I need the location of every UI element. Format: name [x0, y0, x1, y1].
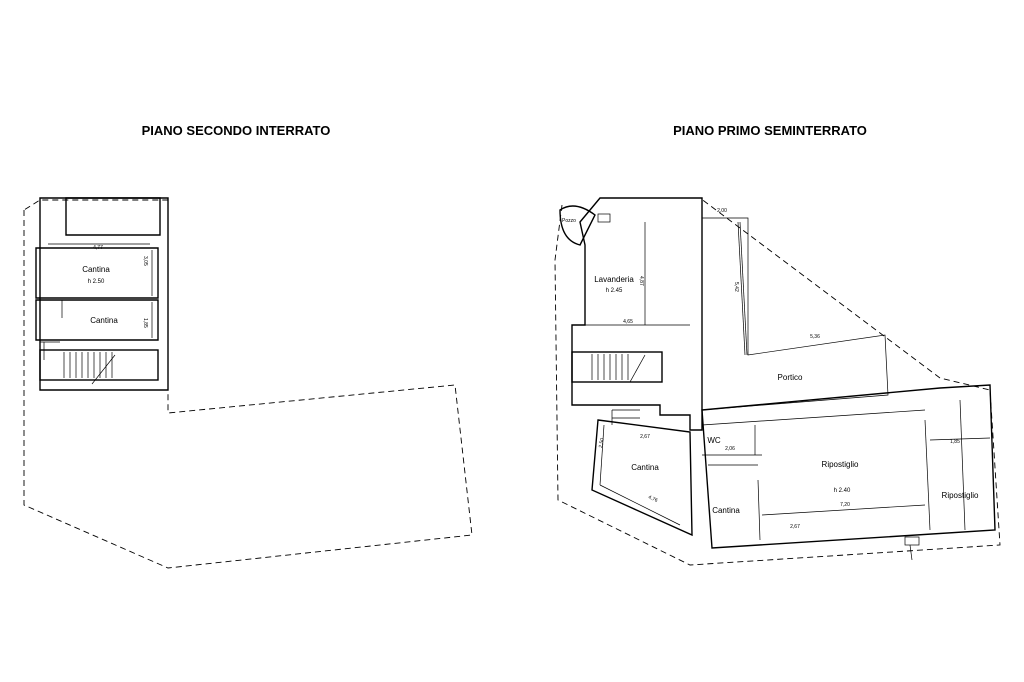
room-ripostiglio-main: Ripostiglio — [822, 460, 859, 469]
dim-487: 4,87 — [638, 276, 644, 286]
left-room-cantina-lower: Cantina — [90, 316, 118, 325]
dim-267-cantina: 2,67 — [640, 434, 650, 440]
left-building-inner — [65, 197, 161, 236]
right-site-boundary — [554, 197, 1001, 566]
dim-185: 1,85 — [950, 439, 960, 445]
dim-720: 7,20 — [840, 502, 850, 508]
left-dim-477: 4,77 — [93, 245, 103, 251]
ripostiglio-top-inner — [701, 409, 926, 426]
lavanderia-niche — [597, 213, 611, 223]
ripostiglio-divider — [924, 419, 931, 531]
dim-267-ripostiglio: 2,67 — [790, 524, 800, 530]
ripostiglio-vent — [904, 536, 920, 546]
dim-465: 4,65 — [623, 319, 633, 325]
cantina-mid-wall — [757, 479, 761, 541]
right-floor-plan: Pozzo — [554, 197, 1001, 566]
dim-206: 2,06 — [725, 446, 735, 452]
room-portico: Portico — [778, 373, 803, 382]
left-room-cantina-upper-height: h 2.50 — [88, 279, 105, 285]
portico-beam — [737, 221, 746, 356]
left-building-outline — [39, 197, 169, 391]
left-site-boundary — [23, 199, 473, 569]
title-piano-secondo-interrato: PIANO SECONDO INTERRATO — [142, 123, 331, 138]
portico-outline — [701, 217, 889, 411]
room-ripostiglio-main-height: h 2.40 — [834, 488, 851, 494]
room-pozzo: Pozzo — [562, 218, 576, 224]
cantina-left-walls — [591, 419, 693, 537]
dim-250: 2,50 — [598, 438, 606, 449]
dim-542: 5,42 — [733, 282, 739, 292]
room-wc: WC — [707, 436, 721, 445]
dim-200: 2,00 — [717, 208, 727, 214]
left-room-cantina-upper: Cantina — [82, 265, 110, 274]
title-piano-primo-seminterrato: PIANO PRIMO SEMINTERRATO — [673, 123, 867, 138]
room-lavanderia: Lavanderia — [594, 275, 634, 284]
left-cantina-upper-walls — [35, 247, 159, 299]
pozzo-well-outline — [559, 205, 596, 246]
right-stairs — [571, 351, 663, 425]
ripostiglio-main-walls — [701, 384, 996, 549]
room-cantina-left: Cantina — [631, 463, 659, 472]
dim-476: 4,76 — [647, 494, 659, 504]
room-lavanderia-height: h 2.45 — [606, 288, 623, 294]
ripostiglio-dim-guide — [761, 504, 926, 516]
room-cantina-mid: Cantina — [712, 506, 740, 515]
lavanderia-walls — [571, 197, 703, 431]
left-floor-plan: 4,77 3,05 1,85 Cantina h 2.50 Cantina — [23, 197, 473, 569]
left-dim-185: 1,85 — [142, 318, 148, 328]
left-stairs — [39, 341, 159, 385]
room-ripostiglio-right: Ripostiglio — [942, 491, 979, 500]
left-dim-305: 3,05 — [142, 256, 148, 266]
dim-536: 5,36 — [810, 334, 820, 340]
